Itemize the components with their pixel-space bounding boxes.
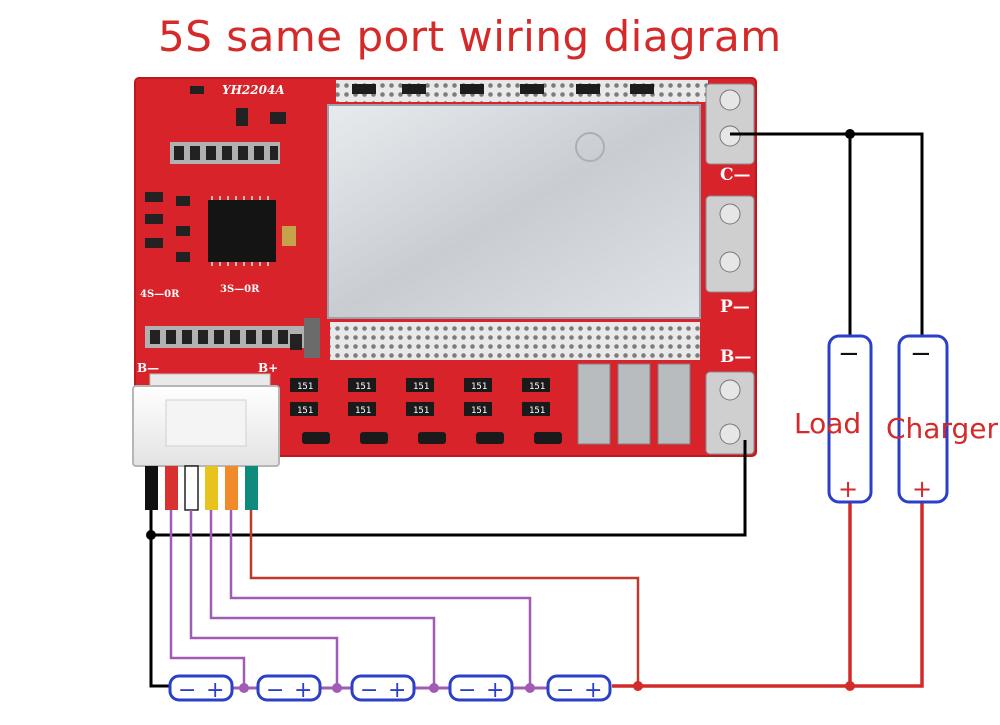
pad-column bbox=[705, 83, 755, 455]
cell-negative-label: − bbox=[458, 678, 476, 703]
battery-cell-1: − + bbox=[168, 674, 234, 703]
pack-negative-wire bbox=[149, 510, 172, 688]
balance-leads bbox=[145, 465, 258, 511]
cell-positive-label: + bbox=[206, 678, 224, 703]
cell-links bbox=[232, 683, 548, 693]
cell-positive-label: + bbox=[388, 678, 406, 703]
charger-device: − + bbox=[897, 334, 949, 504]
load-device: − + bbox=[827, 334, 873, 504]
chip-mark: 151 bbox=[297, 406, 313, 416]
balance-resistors: 151 151 151 151 151 151 151 151 151 151 bbox=[290, 363, 691, 445]
pin-b-plus-label: B+ bbox=[258, 361, 278, 375]
chip-mark: 151 bbox=[297, 382, 313, 392]
b-minus-wire bbox=[150, 440, 747, 537]
bms-board: C— P— B— YH2204A 4S—0R 3S—0R bbox=[132, 77, 757, 467]
c-minus-wire bbox=[730, 132, 924, 338]
cell-negative-label: − bbox=[360, 678, 378, 703]
battery-cell-5: − + bbox=[546, 674, 612, 703]
battery-cell-2: − + bbox=[256, 674, 322, 703]
chip-mark: 151 bbox=[471, 382, 487, 392]
heatsink bbox=[327, 104, 701, 319]
cell-negative-label: − bbox=[178, 678, 196, 703]
chip-mark: 151 bbox=[413, 382, 429, 392]
chip-mark: 151 bbox=[355, 382, 371, 392]
chip-mark: 151 bbox=[529, 406, 545, 416]
cell-negative-label: − bbox=[266, 678, 284, 703]
pad-grid-bottom bbox=[330, 322, 700, 360]
load-positive-label: + bbox=[838, 475, 858, 503]
charger-positive-label: + bbox=[912, 475, 932, 503]
cell-positive-label: + bbox=[294, 678, 312, 703]
smd-parts bbox=[145, 86, 320, 358]
label-4s: 4S—0R bbox=[140, 289, 180, 300]
diagram-title: 5S same port wiring diagram bbox=[158, 12, 782, 61]
chip-mark: 151 bbox=[413, 406, 429, 416]
sense-wires bbox=[169, 510, 532, 686]
positive-bus-wire bbox=[612, 500, 924, 688]
pin-b-minus-label: B— bbox=[137, 361, 159, 375]
battery-cell-3: − + bbox=[350, 674, 416, 703]
label-3s: 3S—0R bbox=[220, 284, 260, 295]
chip-mark: 151 bbox=[471, 406, 487, 416]
pad-b-label: B— bbox=[720, 347, 751, 367]
pad-c-label: C— bbox=[720, 165, 751, 185]
main-ic bbox=[208, 200, 276, 262]
junction-c-minus bbox=[845, 129, 855, 139]
charger-label: Charger bbox=[886, 412, 998, 445]
cell-negative-label: − bbox=[556, 678, 574, 703]
board-model: YH2204A bbox=[222, 83, 285, 97]
pack-positive-sense-wire bbox=[249, 510, 640, 686]
junction-pack-positive bbox=[633, 681, 643, 691]
load-label: Load bbox=[794, 407, 861, 440]
junction-b-minus bbox=[146, 530, 156, 540]
balance-connector bbox=[132, 373, 280, 467]
charger-negative-label: − bbox=[910, 339, 932, 369]
chip-mark: 151 bbox=[355, 406, 371, 416]
pad-p-label: P— bbox=[720, 297, 750, 317]
chip-mark: 151 bbox=[529, 382, 545, 392]
junction-load-positive bbox=[845, 681, 855, 691]
cell-positive-label: + bbox=[584, 678, 602, 703]
load-negative-label: − bbox=[838, 339, 860, 369]
battery-cell-4: − + bbox=[448, 674, 514, 703]
cell-positive-label: + bbox=[486, 678, 504, 703]
